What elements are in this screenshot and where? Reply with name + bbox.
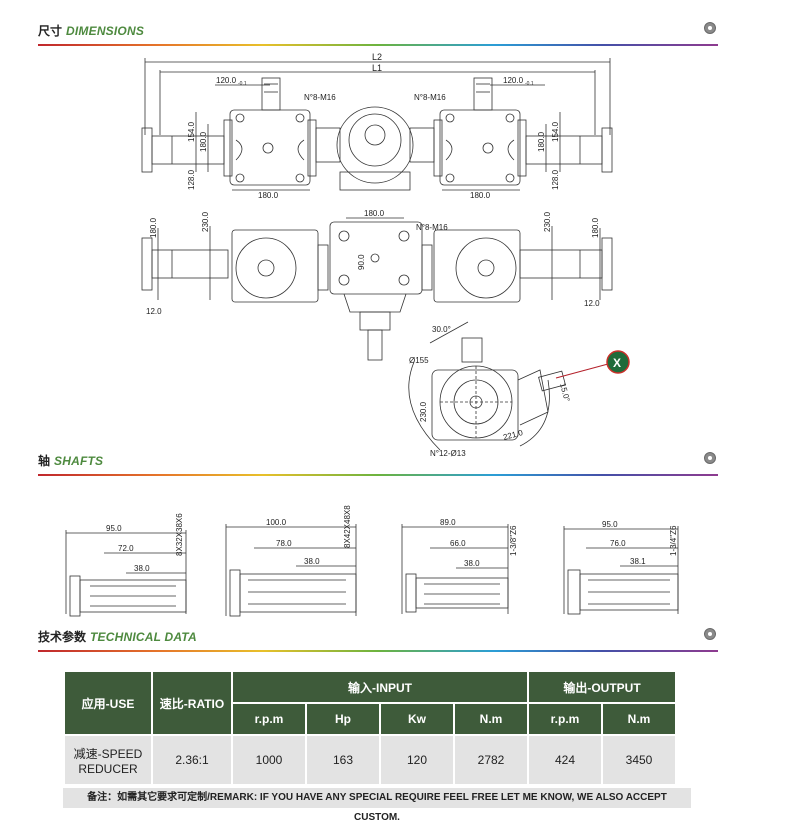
rainbow-rule <box>38 474 718 476</box>
dim-tilt: 15.0° <box>558 382 572 402</box>
use-line1: 减速-SPEED <box>73 746 143 761</box>
dim-120-left-tol: -0.1 <box>238 81 247 87</box>
remark-note: 备注：如需其它要求可定制/REMARK: IF YOU HAVE ANY SPE… <box>63 788 691 823</box>
detail-x-label: X <box>613 356 621 370</box>
shaft-drawing-1: 95.0 72.0 38.0 8X32X38X6 <box>65 513 187 617</box>
shaft4-l2: 76.0 <box>610 539 626 548</box>
shaft2-spec: 8X42X48X8 <box>343 505 352 548</box>
detail-x-view: 30.0° Ø155 230.0 15.0° 221.0 N°12-Ø13 X <box>408 321 630 458</box>
dim-12-left: 12.0 <box>146 307 162 316</box>
input-kw-cell: 120 <box>381 736 453 784</box>
shaft-drawing-3: 89.0 66.0 38.0 1-3/8"Z6 <box>401 518 518 614</box>
shaft1-l3: 38.0 <box>134 564 150 573</box>
dim-120-right-tol: -0.1 <box>525 81 534 87</box>
shaft2-l2: 78.0 <box>276 539 292 548</box>
bolts-left: N°8-M16 <box>304 93 336 102</box>
shaft2-l1: 100.0 <box>266 518 287 527</box>
dim-230-left: 230.0 <box>201 211 210 232</box>
dim-dia155: Ø155 <box>409 356 429 365</box>
shaft-drawing-4: 95.0 76.0 38.1 1-3/4"Z6 <box>563 520 679 615</box>
bullet-icon <box>704 628 716 640</box>
shaft4-spec: 1-3/4"Z6 <box>669 525 678 556</box>
output-rpm-header: r.p.m <box>529 704 601 734</box>
use-cell: 减速-SPEED REDUCER <box>65 736 151 784</box>
ratio-cell: 2.36:1 <box>153 736 231 784</box>
dimensions-title-en: DIMENSIONS <box>66 24 145 38</box>
technical-title-en: TECHNICAL DATA <box>90 630 197 644</box>
input-rpm-header: r.p.m <box>233 704 305 734</box>
input-kw-header: Kw <box>381 704 453 734</box>
technical-title-cn: 技术参数 <box>38 630 87 644</box>
input-header: 输入-INPUT <box>233 672 527 702</box>
dim-128-right: 128.0 <box>551 169 560 190</box>
input-hp-header: Hp <box>307 704 379 734</box>
dim-154-left: 154.0 <box>187 121 196 142</box>
input-rpm-cell: 1000 <box>233 736 305 784</box>
rainbow-rule <box>38 650 718 652</box>
dim-180-left: 180.0 <box>199 131 208 152</box>
front-view: 180.0 230.0 12.0 180.0 N°8-M16 90.0 230.… <box>141 209 613 361</box>
dim-128-left: 128.0 <box>187 169 196 190</box>
shaft3-l2: 66.0 <box>450 539 466 548</box>
use-line2: REDUCER <box>78 761 138 776</box>
input-nm-cell: 2782 <box>455 736 527 784</box>
shaft4-l3: 38.1 <box>630 557 646 566</box>
output-nm-header: N.m <box>603 704 675 734</box>
output-header: 输出-OUTPUT <box>529 672 675 702</box>
shaft1-spec: 8X32X38X6 <box>175 513 184 556</box>
dim-12-right: 12.0 <box>584 299 600 308</box>
dim-180-bottom-right: 180.0 <box>470 191 491 200</box>
shafts-title-cn: 轴 <box>38 454 51 468</box>
shafts-title-en: SHAFTS <box>54 454 104 468</box>
rainbow-rule <box>38 44 718 46</box>
bolts-mid: N°8-M16 <box>416 223 448 232</box>
top-view: L2 L1 120.0 -0.1 120.0 -0.1 N°8-M16 N°8-… <box>141 52 613 200</box>
bolts-right: N°8-M16 <box>414 93 446 102</box>
output-nm-cell: 3450 <box>603 736 675 784</box>
input-hp-cell: 163 <box>307 736 379 784</box>
shaft2-l3: 38.0 <box>304 557 320 566</box>
technical-data-table: 应用-USE 速比-RATIO 输入-INPUT 输出-OUTPUT r.p.m… <box>63 670 677 786</box>
shaft3-spec: 1-3/8"Z6 <box>509 525 518 556</box>
use-header: 应用-USE <box>65 672 151 734</box>
dim-154-right: 154.0 <box>551 121 560 142</box>
dim-L2: L2 <box>372 52 382 62</box>
dim-L1: L1 <box>372 63 382 73</box>
technical-drawing: L2 L1 120.0 -0.1 120.0 -0.1 N°8-M16 N°8-… <box>65 52 679 617</box>
dim-120-left: 120.0 <box>216 76 237 85</box>
shaft-drawing-2: 100.0 78.0 38.0 8X42X48X8 <box>225 505 357 617</box>
shaft1-l1: 95.0 <box>106 524 122 533</box>
shaft3-l3: 38.0 <box>464 559 480 568</box>
input-nm-header: N.m <box>455 704 527 734</box>
shaft3-l1: 89.0 <box>440 518 456 527</box>
dim-180-top-mid: 180.0 <box>364 209 385 218</box>
dim-180-bottom-left: 180.0 <box>258 191 279 200</box>
shaft1-l2: 72.0 <box>118 544 134 553</box>
shaft4-l1: 95.0 <box>602 520 618 529</box>
bullet-icon <box>704 22 716 34</box>
dimensions-title-cn: 尺寸 <box>38 24 63 38</box>
dim-90-mid: 90.0 <box>357 254 366 270</box>
bullet-icon <box>704 452 716 464</box>
dim-230-detail: 230.0 <box>419 401 428 422</box>
dim-180-side-right: 180.0 <box>591 217 600 238</box>
ratio-header: 速比-RATIO <box>153 672 231 734</box>
dim-230-right: 230.0 <box>543 211 552 232</box>
dim-angle: 30.0° <box>432 325 451 334</box>
dim-180-right: 180.0 <box>537 131 546 152</box>
output-rpm-cell: 424 <box>529 736 601 784</box>
dim-holes: N°12-Ø13 <box>430 449 466 458</box>
dim-180-side-left: 180.0 <box>149 217 158 238</box>
dim-120-right: 120.0 <box>503 76 524 85</box>
